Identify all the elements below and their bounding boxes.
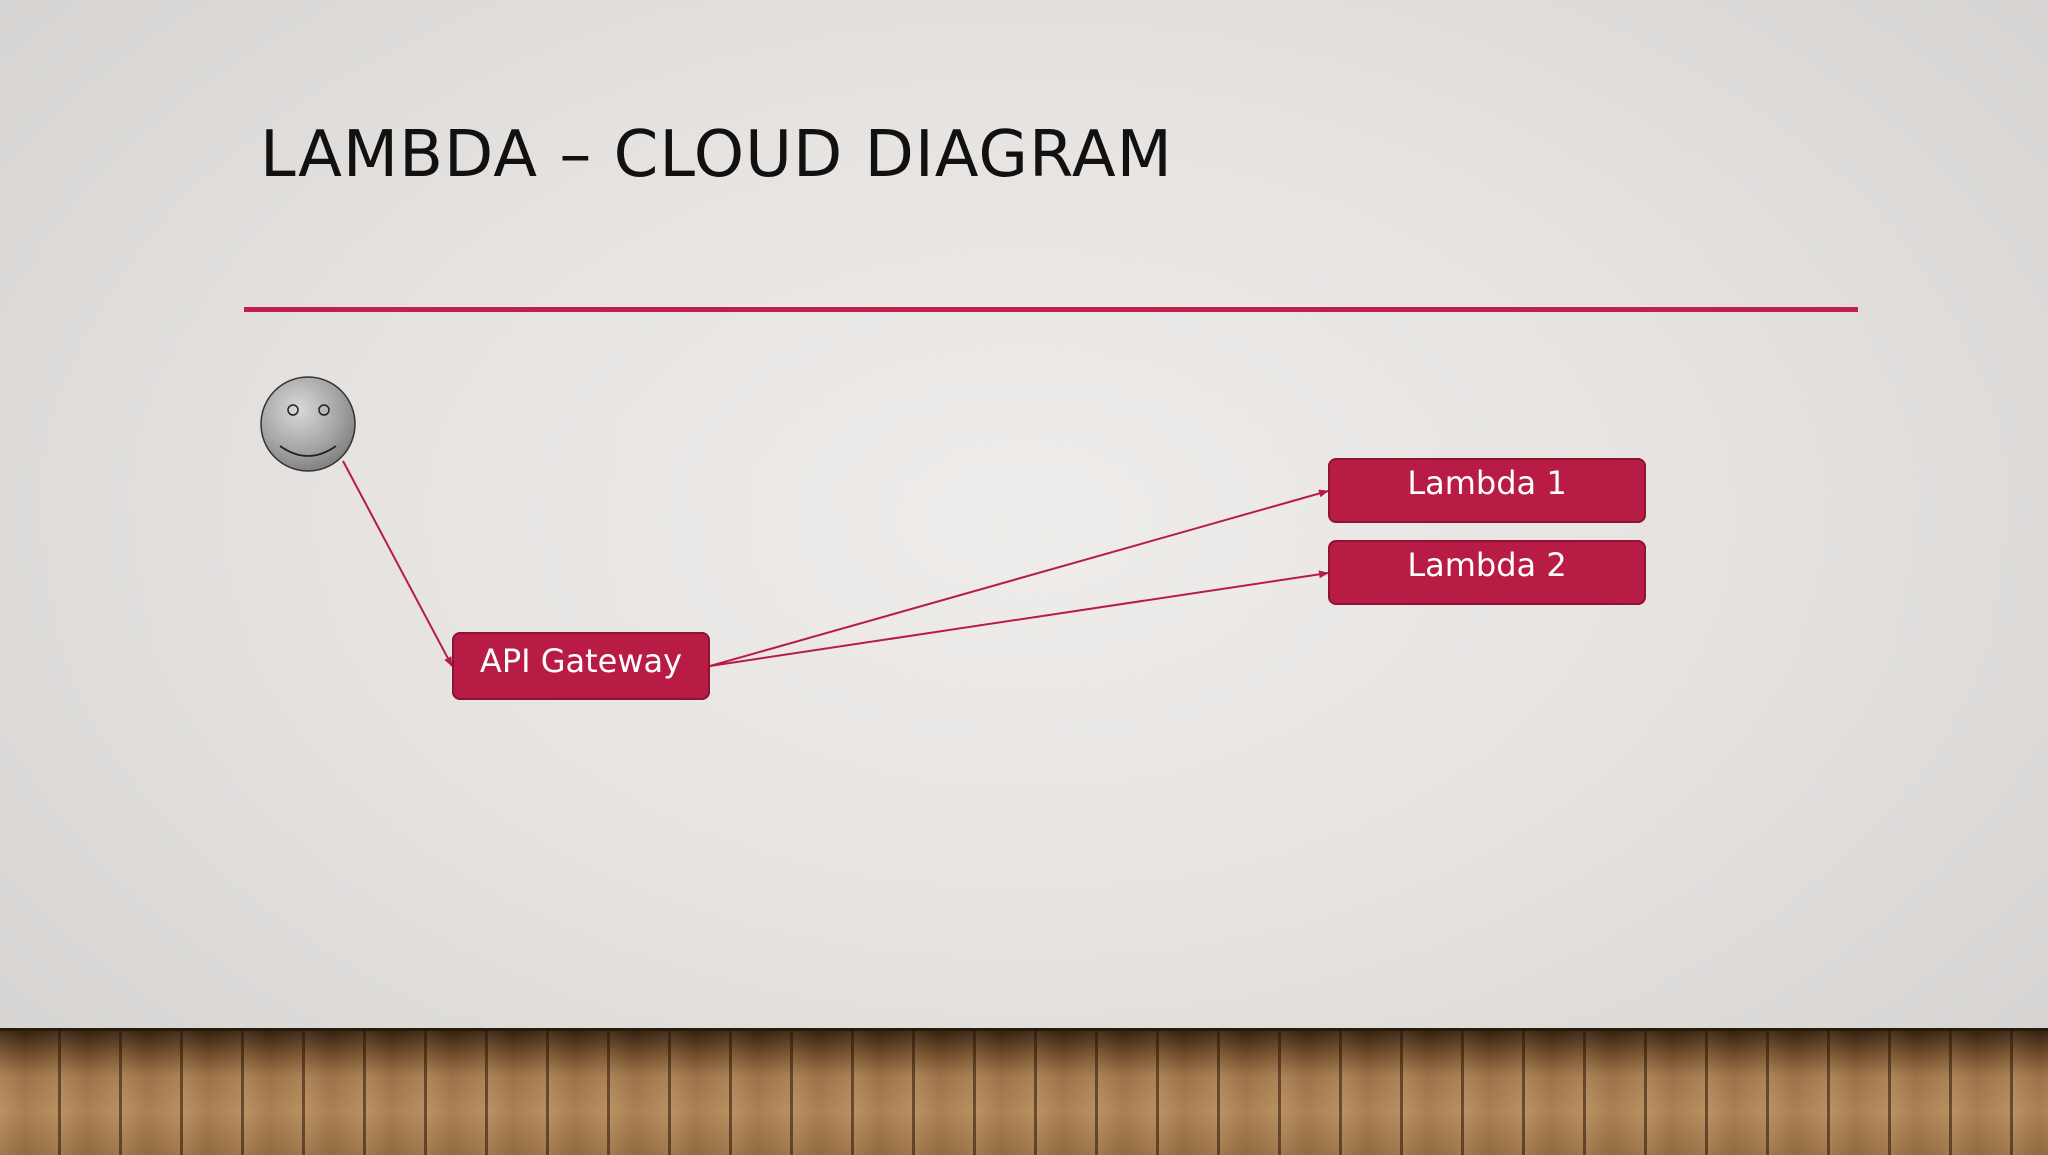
api-gateway-label: API Gateway (479, 642, 683, 680)
title-divider (244, 307, 1858, 312)
slide-title: LAMBDA – CLOUD DIAGRAM (260, 118, 1173, 192)
wood-floor-background (0, 1028, 2048, 1155)
lambda-2-node: Lambda 2 (1328, 540, 1646, 605)
api-gateway-node: API Gateway (452, 632, 710, 700)
lambda-1-label: Lambda 1 (1407, 464, 1567, 502)
edge-user-to-api-gateway (342, 460, 453, 667)
lambda-1-node: Lambda 1 (1328, 458, 1646, 523)
edge-api-gateway-to-lambda-2 (709, 570, 1329, 667)
lambda-2-label: Lambda 2 (1407, 546, 1567, 584)
edge-api-gateway-to-lambda-1 (709, 489, 1329, 667)
user-smiley-icon (260, 376, 356, 472)
